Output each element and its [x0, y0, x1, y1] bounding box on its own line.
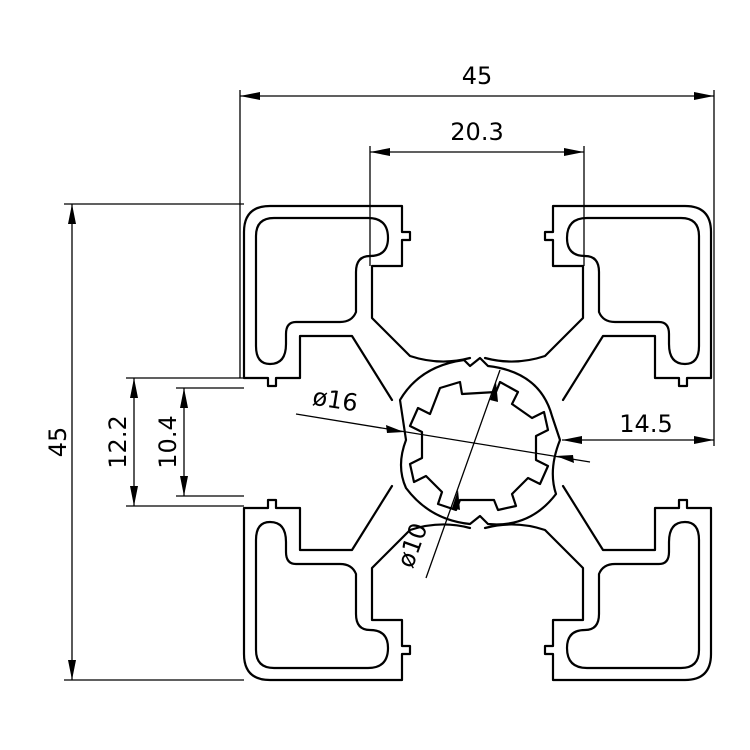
- corner-quadrant-top-left: [242, 204, 472, 402]
- slot-spacing-label: 20.3: [450, 118, 503, 146]
- dimension-slot-inner-width: 10.4: [154, 387, 244, 497]
- dimension-slot-outer-width: 12.2: [104, 377, 244, 507]
- dimension-overall-height: 45: [44, 203, 244, 681]
- corner-quadrant-bottom-right: [483, 484, 713, 682]
- dimension-slot-spacing: 20.3: [369, 118, 585, 266]
- dimension-overall-width: 45: [239, 62, 715, 378]
- slot-outer-width-label: 12.2: [104, 415, 132, 468]
- slot-inner-width-label: 10.4: [154, 415, 182, 468]
- profile-section: [242, 204, 713, 682]
- corner-quadrant-top-right: [483, 204, 713, 402]
- overall-height-label: 45: [44, 427, 72, 458]
- dimension-hole-large: ø16: [295, 383, 591, 463]
- hole-large-label: ø16: [311, 383, 360, 418]
- dimension-slot-depth: 14.5: [562, 378, 715, 446]
- overall-width-label: 45: [462, 62, 493, 90]
- slot-depth-label: 14.5: [619, 410, 672, 438]
- center-bore-splined: [408, 380, 550, 512]
- dimension-hole-small: ø10: [392, 369, 501, 579]
- center-core-outer: [398, 356, 562, 526]
- hole-small-label: ø10: [392, 519, 434, 571]
